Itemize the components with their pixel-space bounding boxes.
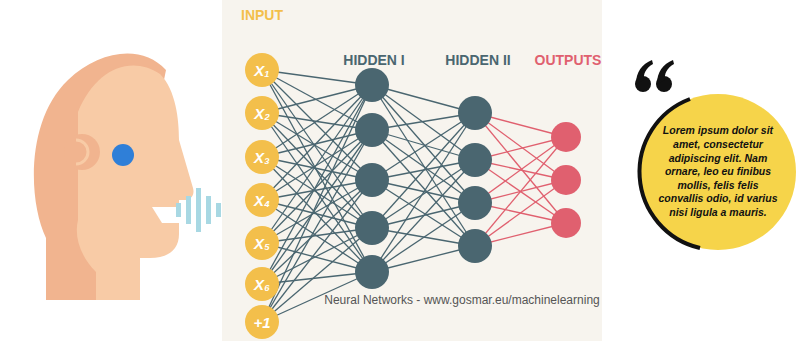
neuron-circle [458, 186, 492, 220]
neuron-circle [551, 165, 581, 195]
network-link [262, 113, 372, 272]
neuron-circle [551, 208, 581, 238]
neuron-circle [355, 163, 389, 197]
network-link [262, 157, 372, 228]
input-label: X₁ [254, 62, 269, 79]
neuron-circle [458, 143, 492, 177]
input-neuron: X₂ [245, 96, 279, 130]
network-link [262, 180, 372, 243]
neuron-circle [355, 68, 389, 102]
input-label: +1 [253, 314, 270, 331]
neuron-circle [355, 113, 389, 147]
layer-label: OUTPUTS [535, 52, 602, 68]
input-neuron: X₁ [245, 53, 279, 87]
network-link [372, 203, 475, 272]
input-neuron: X₅ [245, 226, 279, 260]
input-label: X₅ [254, 235, 270, 252]
quote-text: Lorem ipsum dolor sit amet, consectetur … [657, 124, 779, 219]
quote-bubble: Lorem ipsum dolor sit amet, consectetur … [643, 97, 793, 247]
network-ground [222, 0, 602, 341]
input-label: X₆ [254, 276, 270, 293]
input-neuron: X₄ [245, 183, 279, 217]
quote-mark [635, 60, 674, 92]
network-links [262, 68, 581, 322]
sound-wave [176, 188, 221, 232]
neuron-circle [551, 122, 581, 152]
input-label: X₂ [254, 105, 270, 122]
input-label: X₃ [254, 149, 270, 166]
input-neuron: X₆ [245, 267, 279, 301]
input-label: X₄ [254, 192, 270, 209]
speech-bubble [635, 60, 796, 250]
input-neuron: X₃ [245, 140, 279, 174]
layer-label: INPUT [241, 7, 283, 23]
neuron-circle [355, 211, 389, 245]
head-icon [34, 54, 194, 300]
network-link [372, 160, 475, 228]
credit-note: Neural Networks - www.gosmar.eu/machinel… [324, 293, 599, 307]
neuron-circle [355, 255, 389, 289]
neuron-circle [458, 229, 492, 263]
neuron-circle [458, 96, 492, 130]
layer-label: HIDDEN II [445, 52, 510, 68]
input-neuron: +1 [245, 305, 279, 339]
layer-label: HIDDEN I [343, 52, 404, 68]
